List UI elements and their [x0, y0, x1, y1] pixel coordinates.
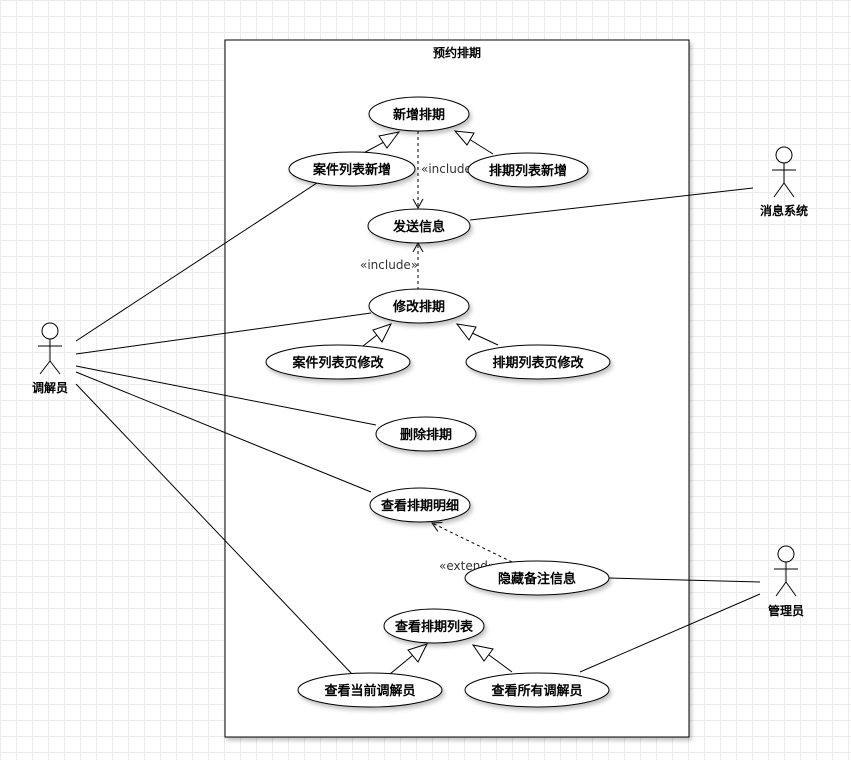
- gen-case-list-modify-line[interactable]: [362, 334, 378, 347]
- assoc-mediator-view-detail[interactable]: [75, 371, 372, 493]
- actor-mediator-label: 调解员: [32, 380, 68, 395]
- use-case-delete-schedule[interactable]: 删除排期: [375, 416, 477, 452]
- use-case-view-schedule-detail-label: 查看排期明细: [380, 498, 459, 514]
- use-case-send-message-label: 发送信息: [392, 219, 445, 235]
- use-case-send-message[interactable]: 发送信息: [367, 208, 471, 244]
- use-case-schedule-list-add[interactable]: 排期列表新增: [467, 152, 589, 188]
- use-case-case-list-add-label: 案件列表新增: [312, 162, 391, 178]
- use-case-add-schedule[interactable]: 新增排期: [368, 96, 470, 132]
- use-case-schedule-list-modify-label: 排期列表页修改: [492, 355, 584, 371]
- use-case-delete-schedule-label: 删除排期: [400, 427, 452, 443]
- include-label-1: «include»: [421, 162, 479, 176]
- use-case-add-schedule-label: 新增排期: [393, 107, 445, 123]
- actor-message-system-head-icon: [775, 146, 793, 164]
- use-case-hide-remark[interactable]: 隐藏备注信息: [464, 560, 610, 596]
- actor-message-system-label: 消息系统: [760, 203, 808, 218]
- gen-case-list-add-head: [378, 131, 401, 149]
- gen-schedule-list-modify-head: [455, 323, 477, 341]
- use-case-view-current-mediator-label: 查看当前调解员: [323, 683, 415, 699]
- dependency-lines: [412, 131, 513, 563]
- use-cases: 新增排期 案件列表新增 排期列表新增 发送信息 修改排期 案件列表页修改 排期列…: [265, 96, 611, 708]
- use-case-modify-schedule[interactable]: 修改排期: [368, 288, 470, 324]
- gen-view-all-line[interactable]: [488, 654, 513, 673]
- include-label-2: «include»: [360, 258, 418, 272]
- gen-schedule-list-add-head: [453, 130, 475, 146]
- assoc-mediator-modify-schedule[interactable]: [75, 312, 372, 355]
- actor-mediator-head-icon: [41, 322, 59, 340]
- actor-admin-head-icon: [777, 545, 795, 563]
- gen-schedule-list-add-line[interactable]: [468, 138, 494, 155]
- use-case-case-list-add[interactable]: 案件列表新增: [288, 151, 416, 187]
- generalization-lines: [357, 130, 513, 675]
- use-case-view-schedule-list-label: 查看排期列表: [394, 619, 474, 635]
- use-case-view-schedule-detail[interactable]: 查看排期明细: [369, 487, 471, 523]
- use-case-view-current-mediator[interactable]: 查看当前调解员: [297, 672, 443, 708]
- use-case-schedule-list-add-label: 排期列表新增: [489, 163, 567, 179]
- assoc-mediator-delete-schedule[interactable]: [75, 365, 377, 426]
- use-case-case-list-modify-label: 案件列表页修改: [291, 355, 384, 371]
- use-case-view-all-mediators[interactable]: 查看所有调解员: [464, 672, 610, 708]
- actor-mediator[interactable]: [38, 322, 62, 375]
- gen-view-current-head: [407, 643, 428, 663]
- gen-case-list-modify-head: [372, 323, 392, 343]
- gen-schedule-list-modify-line[interactable]: [471, 332, 499, 346]
- assoc-mediator-view-current[interactable]: [75, 383, 353, 675]
- use-case-case-list-modify[interactable]: 案件列表页修改: [265, 344, 411, 380]
- assoc-message-system-send[interactable]: [469, 187, 754, 221]
- assoc-mediator-case-list-add[interactable]: [75, 155, 359, 342]
- actor-admin[interactable]: [774, 545, 798, 597]
- use-case-hide-remark-label: 隐藏备注信息: [498, 571, 576, 587]
- use-case-schedule-list-modify[interactable]: 排期列表页修改: [465, 344, 611, 380]
- use-case-view-schedule-list[interactable]: 查看排期列表: [383, 608, 485, 644]
- system-boundary-title: 预约排期: [433, 45, 481, 60]
- gen-view-current-line[interactable]: [389, 654, 414, 675]
- use-case-view-all-mediators-label: 查看所有调解员: [490, 683, 582, 699]
- assoc-admin-hide-remark[interactable]: [608, 577, 761, 583]
- gen-view-all-head: [471, 644, 494, 662]
- extend-hide-to-detail[interactable]: [431, 521, 513, 563]
- association-lines: [75, 155, 761, 675]
- actor-message-system[interactable]: [772, 146, 796, 198]
- use-case-modify-schedule-label: 修改排期: [392, 299, 445, 315]
- actor-admin-label: 管理员: [768, 603, 804, 618]
- assoc-admin-view-all[interactable]: [579, 593, 761, 673]
